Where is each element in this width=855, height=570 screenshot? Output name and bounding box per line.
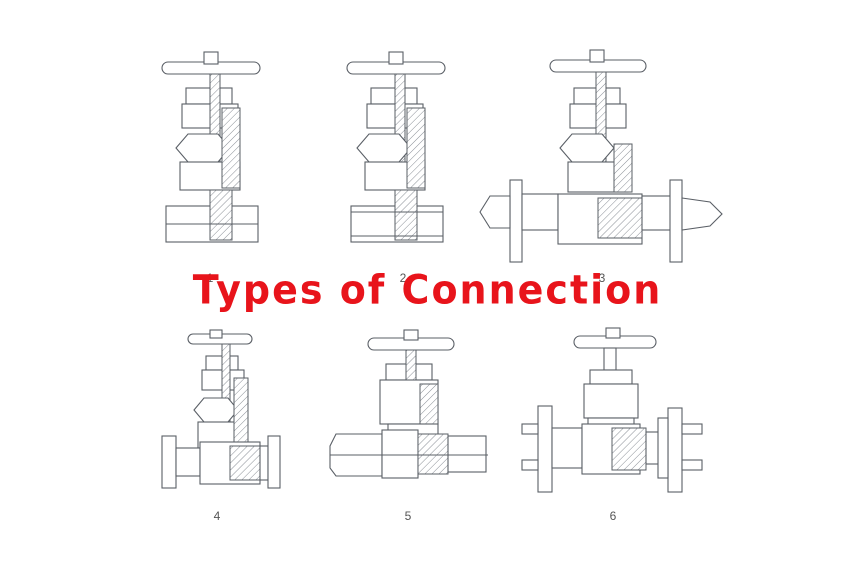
- valve-number-1: 1: [206, 271, 214, 285]
- flanged-tube-valve-icon: [479, 49, 723, 263]
- valve-number-6: 6: [609, 509, 617, 523]
- diagram-title: Types of Connection: [192, 266, 663, 314]
- valve-diagram-3: [478, 48, 723, 263]
- valve-number-2: 2: [399, 271, 407, 285]
- valve-diagram-2: [345, 48, 455, 253]
- threaded-valve-icon: [346, 51, 446, 243]
- valve-diagram-1: [160, 48, 270, 253]
- socket-weld-valve-icon: [161, 51, 261, 243]
- valve-diagram-5: [328, 329, 493, 490]
- valve-number-4: 4: [213, 509, 221, 523]
- valve-number-3: 3: [598, 271, 606, 285]
- valve-diagram-6: [518, 327, 708, 498]
- valve-number-5: 5: [404, 509, 412, 523]
- flanged-valve-icon: [161, 329, 281, 489]
- valve-diagram-4: [158, 329, 283, 495]
- tube-union-valve-icon: [329, 329, 488, 479]
- bolted-flange-valve-icon: [521, 327, 703, 493]
